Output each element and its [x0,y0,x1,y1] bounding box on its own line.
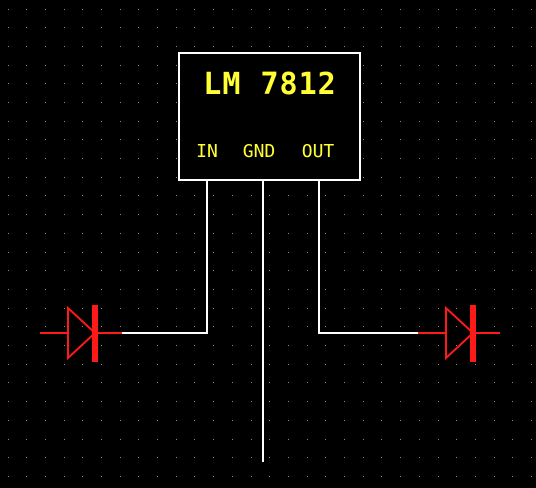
diode-left[interactable] [40,305,122,362]
wires [122,180,418,462]
wire-in[interactable] [122,180,208,334]
pin-label-gnd: GND [243,141,276,162]
diode-right[interactable] [418,305,500,362]
grid-dots [8,9,532,477]
voltage-regulator[interactable]: LM 7812 IN GND OUT [178,52,361,181]
regulator-body[interactable] [178,52,361,181]
regulator-title: LM 7812 [203,67,336,102]
pin-label-in: IN [196,141,218,162]
diode-right-triangle [445,305,475,361]
pin-label-out: OUT [302,141,335,162]
diode-left-triangle [67,305,97,361]
wire-out[interactable] [318,180,418,334]
